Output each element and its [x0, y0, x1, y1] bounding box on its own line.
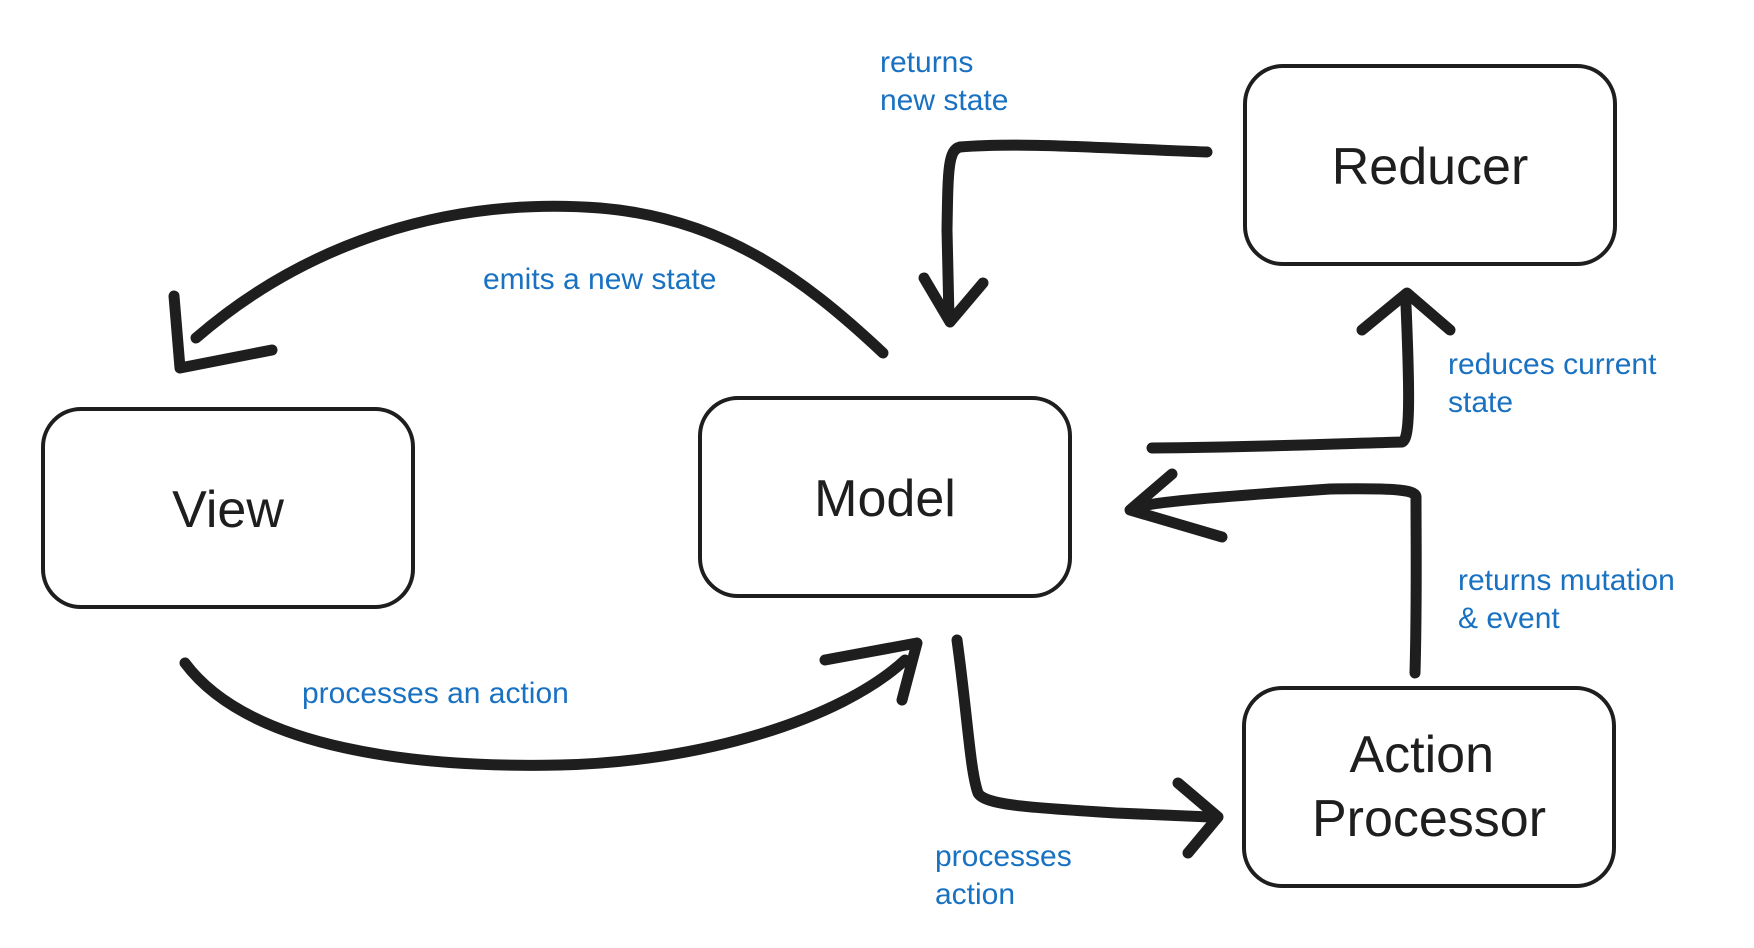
edge-model-to-action-processor: processes action [935, 634, 1224, 911]
node-model: Model [698, 396, 1072, 598]
node-model-label: Model [814, 470, 956, 528]
model-to-view-arrow-line [190, 200, 889, 359]
reducer-to-model-arrowhead [918, 272, 989, 328]
edge-reducer-to-model: returns new state [880, 46, 1213, 328]
node-reducer-box [1243, 64, 1617, 266]
node-view: View [41, 407, 415, 609]
action-processor-to-model-arrowhead [1124, 468, 1228, 543]
node-action-processor-label: Action Processor [1312, 726, 1546, 848]
node-view-label: View [172, 481, 284, 539]
edge-view-to-model: processes an action [179, 637, 923, 771]
node-reducer-label: Reducer [1332, 138, 1529, 196]
view-to-model-arrowhead [819, 637, 923, 706]
model-to-view-label: emits a new state [483, 263, 716, 296]
reducer-to-model-arrow-line [941, 139, 1213, 324]
edge-model-to-reducer: reduces current state [1146, 287, 1665, 454]
node-view-box [41, 407, 415, 609]
edge-action-processor-to-model: returns mutation & event [1124, 468, 1683, 679]
model-to-reducer-label: reduces current state [1448, 348, 1665, 419]
model-to-action-processor-arrow-line [951, 634, 1216, 823]
action-processor-to-model-arrow-line [1134, 483, 1422, 679]
model-to-view-arrowhead [168, 290, 278, 374]
model-to-action-processor-label: processes action [935, 840, 1080, 911]
model-to-reducer-arrow-line [1146, 299, 1415, 454]
edge-model-to-view: emits a new state [168, 200, 889, 374]
node-action-processor: Action Processor [1242, 686, 1616, 888]
node-reducer: Reducer [1243, 64, 1617, 266]
model-to-reducer-arrowhead [1356, 287, 1456, 336]
view-to-model-arrow-line [179, 654, 911, 771]
node-action-processor-box [1242, 686, 1616, 888]
view-to-model-label: processes an action [302, 677, 569, 710]
node-model-box [698, 396, 1072, 598]
action-processor-to-model-label: returns mutation & event [1458, 564, 1683, 635]
reducer-to-model-label: returns new state [880, 46, 1008, 117]
model-to-action-processor-arrowhead [1172, 777, 1224, 859]
